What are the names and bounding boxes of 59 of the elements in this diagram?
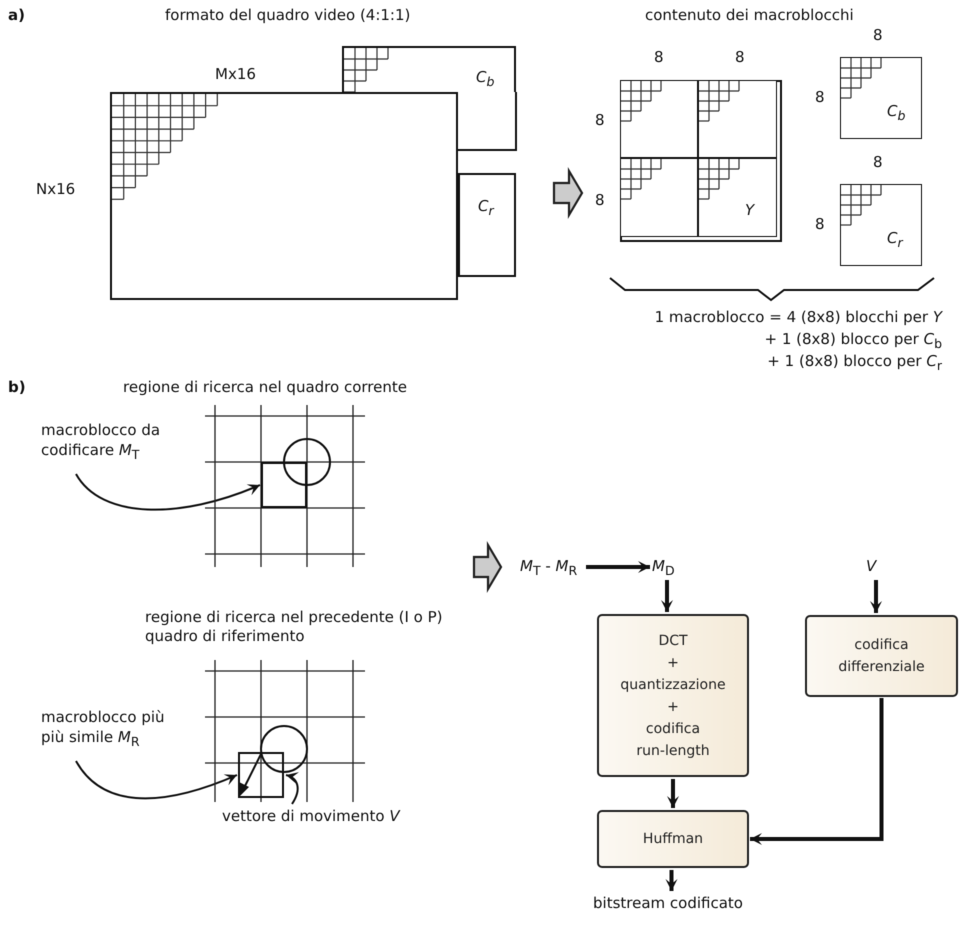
search-circle (283, 438, 331, 486)
dimension-label: 8 (873, 26, 883, 45)
macroblock-square (238, 752, 284, 798)
callout-text: macroblocco da codificare M$_{T}$ (41, 420, 181, 465)
search-circle (260, 725, 308, 773)
dimension-label: 8 (595, 111, 605, 130)
panel-title: contenuto dei macroblocchi (645, 6, 854, 25)
panel-title: formato del quadro video (4:1:1) (165, 6, 410, 25)
callout-text: macroblocco più più simile M$_{R}$ (41, 707, 181, 752)
leader-arrow (75, 473, 260, 510)
channel-label: C$_{r}$ (478, 197, 494, 220)
dimension-label: 8 (735, 48, 745, 67)
macroblock-square (620, 80, 782, 242)
note-text: 1 macroblocco = 4 (8x8) blocchi per Y (654, 308, 942, 327)
leader-arrow (75, 760, 238, 800)
chroma-plane (342, 46, 516, 92)
dimension-label: 8 (815, 88, 825, 107)
formula-text: V (866, 556, 886, 576)
formula-text: M$_{T}$ - M$_{R}$ (520, 556, 584, 581)
note-text: + 1 (8x8) blocco per C$_{b}$ (764, 330, 942, 353)
formula-text: M$_{D}$ (652, 556, 682, 581)
arrow (750, 698, 884, 845)
chroma-block (840, 184, 922, 266)
pixel-block (698, 158, 776, 236)
panel-letter: b) (8, 378, 26, 397)
channel-label: C$_{r}$ (887, 229, 903, 252)
arrow (661, 580, 673, 612)
dimension-label: 8 (815, 215, 825, 234)
channel-label: C$_{b}$ (476, 68, 494, 91)
chroma-plane (458, 173, 516, 277)
luma-plane (110, 92, 458, 300)
dimension-label: Nx16 (36, 180, 76, 199)
process-box: DCT + quantizzazione + codifica run-length (597, 614, 749, 777)
channel-label: C$_{b}$ (887, 102, 906, 125)
leader-arrow (286, 772, 300, 805)
panel-title: regione di ricerca nel precedente (I o P) quadro di riferimento (145, 608, 444, 646)
channel-label: Y (745, 201, 754, 220)
dimension-label: 8 (654, 48, 664, 67)
arrow (870, 580, 882, 613)
pixel-block (620, 80, 698, 158)
block-arrow (552, 166, 584, 220)
note-text: + 1 (8x8) blocco per C$_{r}$ (767, 352, 942, 375)
dimension-label: 8 (595, 191, 605, 210)
arrow (666, 870, 678, 891)
chroma-block (840, 57, 922, 139)
arrow (667, 779, 679, 808)
panel-letter: a) (8, 6, 25, 25)
block-arrow (472, 540, 502, 594)
pixel-block (698, 80, 776, 158)
callout-text: vettore di movimento V (222, 806, 462, 826)
dimension-label: 8 (873, 153, 883, 172)
panel-title: regione di ricerca nel quadro corrente (123, 378, 407, 397)
macroblock-square (261, 462, 307, 508)
pixel-block (620, 158, 698, 236)
process-box: codifica differenziale (805, 615, 958, 697)
dimension-label: Mx16 (215, 65, 256, 84)
output-text: bitstream codificato (590, 893, 746, 913)
arrow (586, 561, 650, 573)
process-box: Huffman (597, 810, 749, 868)
